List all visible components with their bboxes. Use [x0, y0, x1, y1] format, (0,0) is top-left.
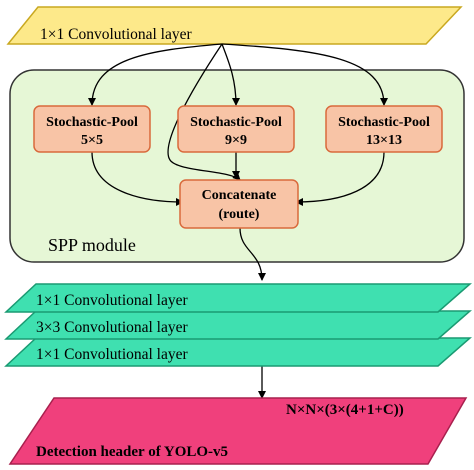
pool-9x9-title: Stochastic-Pool [190, 115, 282, 130]
top-conv-layer-shape [6, 6, 463, 45]
concatenate-subtitle: (route) [219, 207, 260, 222]
pool-13x13-size: 13×13 [366, 133, 402, 148]
spp-module-box [9, 69, 465, 263]
pool-box-5x5: Stochastic-Pool 5×5 [33, 105, 151, 153]
top-conv-layer-label: 1×1 Convolutional layer [40, 26, 193, 43]
pool-box-9x9: Stochastic-Pool 9×9 [177, 105, 295, 153]
detection-header-label: Detection header of YOLO-v5 [36, 444, 228, 460]
pool-9x9-size: 9×9 [225, 133, 247, 148]
pool-5x5-title: Stochastic-Pool [46, 115, 138, 130]
arrow-pool5-to-concat [91, 151, 184, 206]
pool-5x5-size: 5×5 [81, 133, 103, 148]
stack-layer-1-shape [4, 283, 472, 313]
concatenate-box: Concatenate (route) [179, 179, 299, 229]
detection-header-shape [8, 397, 468, 465]
detection-output-shape-label: N×N×(3×(4+1+C)) [286, 402, 404, 418]
stack-layer-2-label: 3×3 Convolutional layer [36, 319, 189, 336]
stack-layer-1-label: 1×1 Convolutional layer [36, 292, 189, 309]
arrow-concat-to-stack [239, 227, 266, 281]
connectors [88, 43, 388, 399]
arrow-to-concat [167, 43, 241, 181]
pool-13x13-title: Stochastic-Pool [338, 115, 430, 130]
arrow-pool13-to-concat [295, 151, 385, 206]
spp-module-label: SPP module [48, 235, 136, 255]
arrow-to-pool-5 [88, 43, 223, 106]
arrow-to-pool-9 [221, 43, 240, 106]
pool-box-13x13: Stochastic-Pool 13×13 [325, 105, 443, 153]
stack-layer-3-label: 1×1 Convolutional layer [36, 346, 189, 363]
concatenate-title: Concatenate [202, 188, 277, 203]
arrow-to-pool-13 [221, 43, 388, 106]
